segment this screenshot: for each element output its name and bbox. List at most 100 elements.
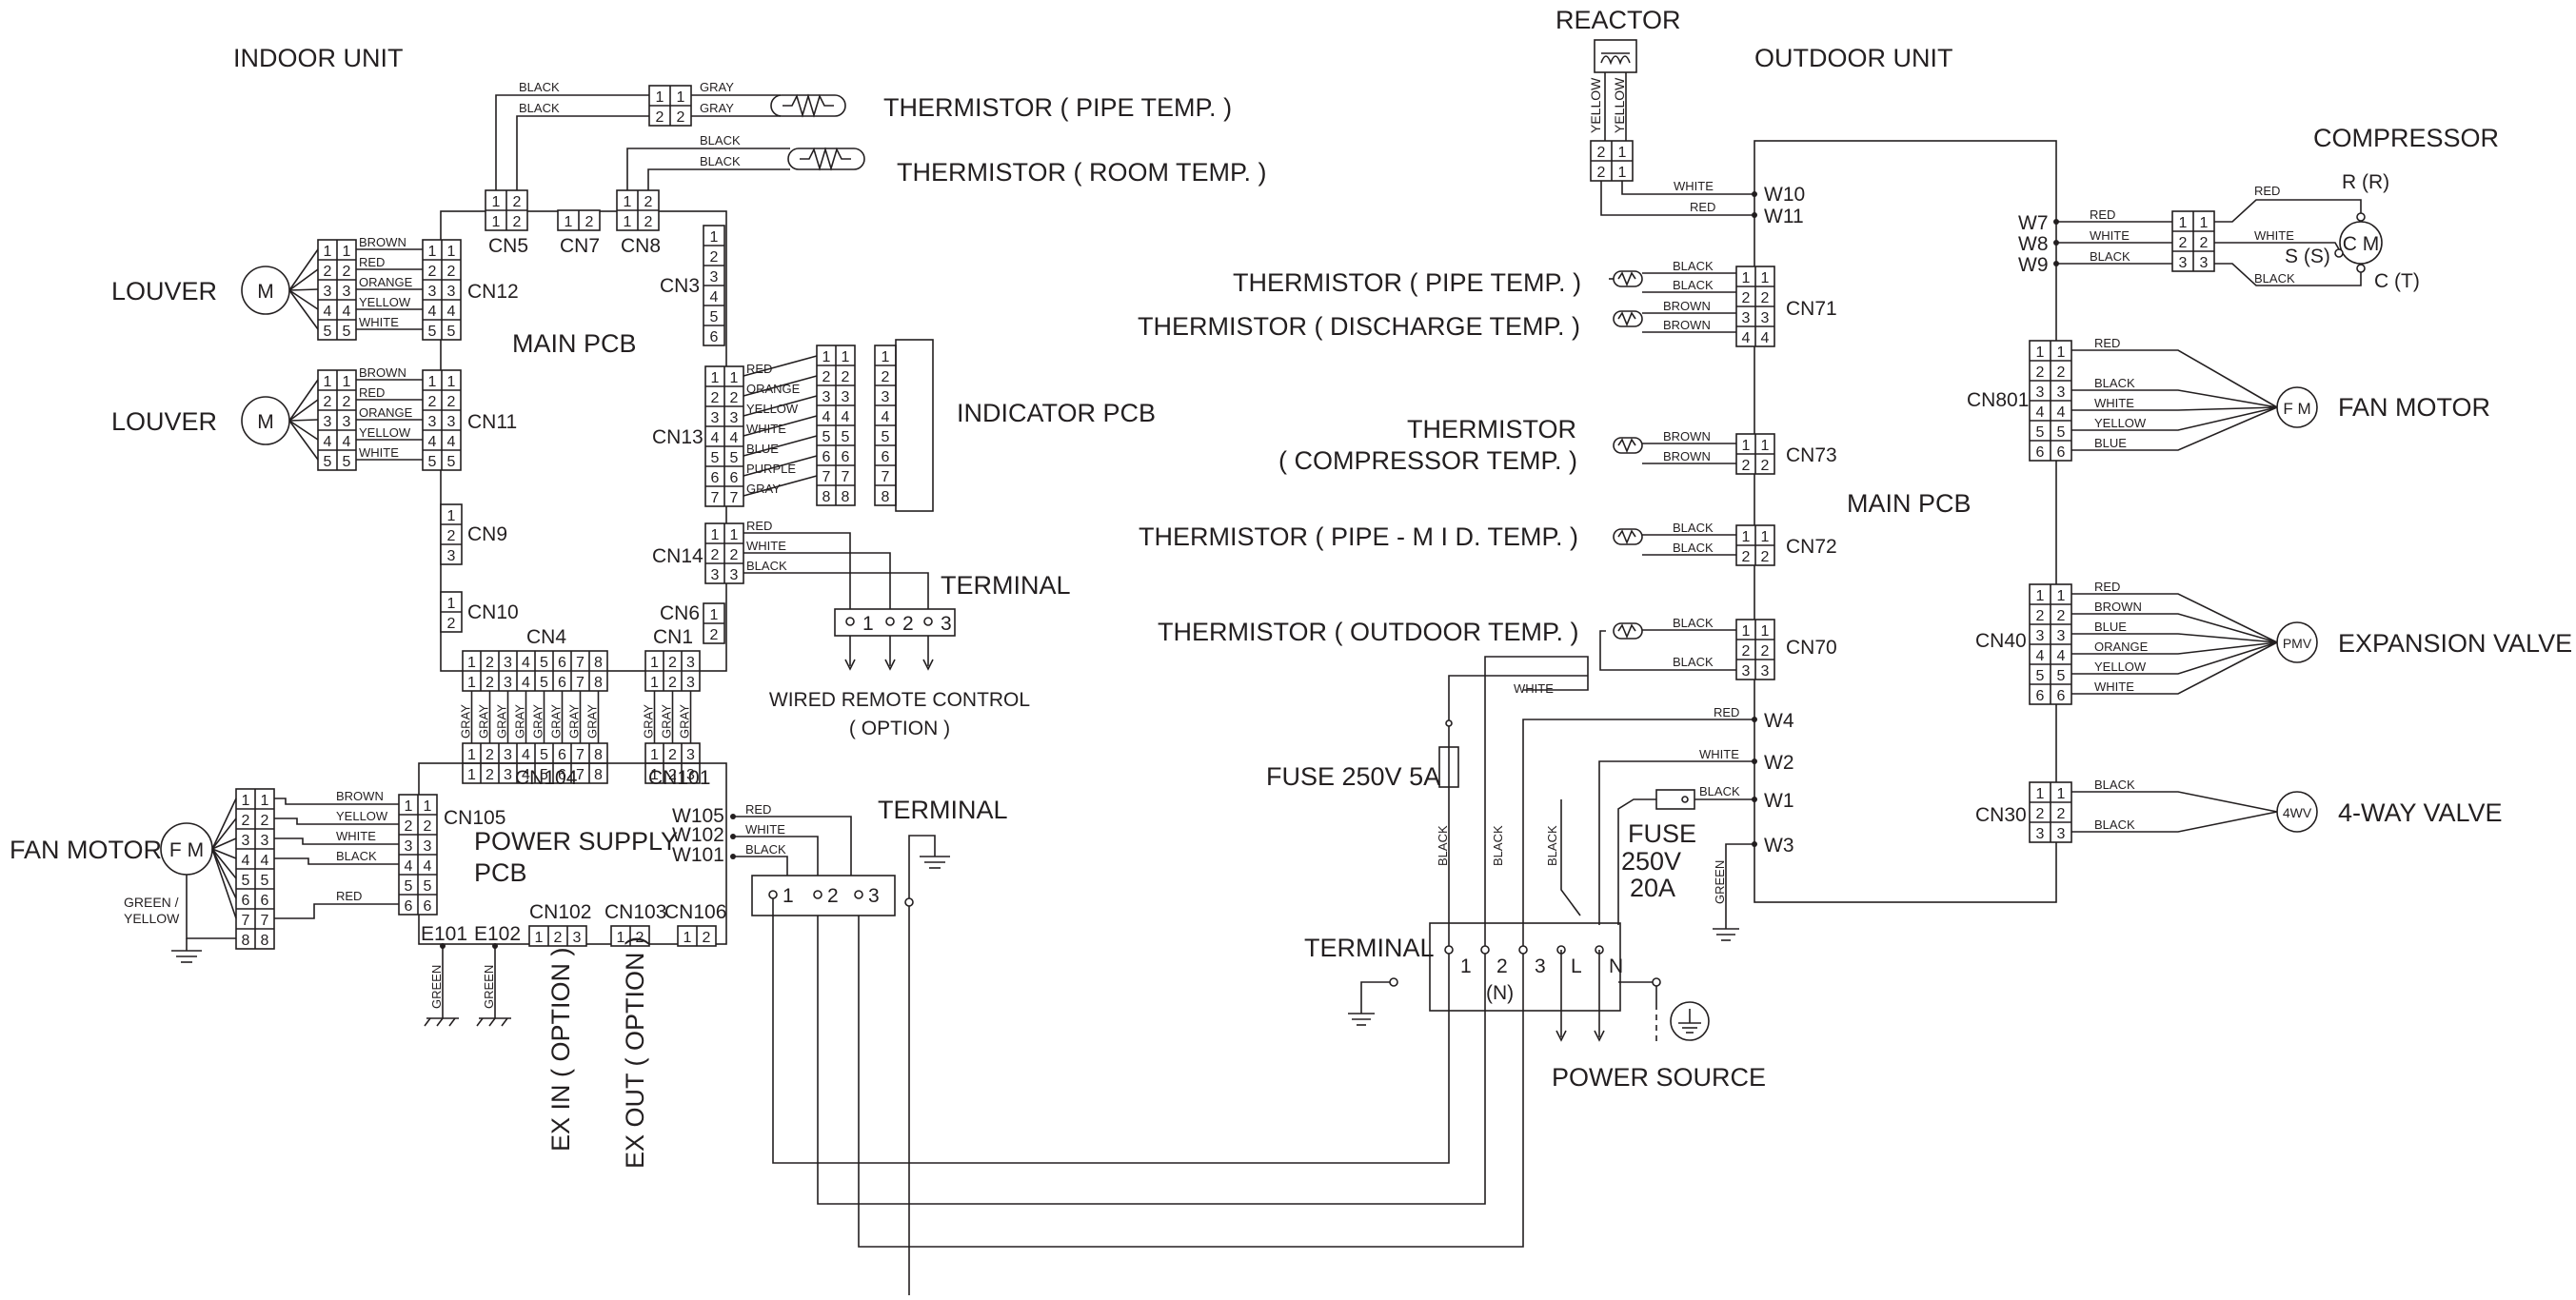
svg-text:4: 4 [428,434,437,450]
reactor-symbol: YELLOW YELLOW [1588,39,1637,141]
svg-text:1: 1 [711,370,720,386]
svg-text:5: 5 [343,324,351,340]
svg-text:3: 3 [261,833,269,849]
svg-text:7: 7 [242,913,250,929]
indoor-fan-motor-label: FAN MOTOR [10,836,162,864]
louver-2-label: LOUVER [111,407,217,436]
compressor-motor: C M RED WHITE BLACK [2214,184,2383,286]
svg-text:7: 7 [576,655,585,671]
svg-text:2: 2 [324,394,332,410]
svg-text:7: 7 [842,469,850,485]
cn40-label: CN40 [1975,630,2027,652]
svg-text:6: 6 [2036,444,2045,461]
svg-text:3: 3 [573,930,582,946]
svg-text:2: 2 [2036,806,2045,822]
svg-text:1: 1 [2179,215,2188,231]
svg-text:8: 8 [242,933,250,949]
svg-text:1: 1 [650,655,659,671]
power-source-label: POWER SOURCE [1552,1063,1766,1092]
svg-text:1: 1 [1761,438,1770,454]
expansion-valve-label: EXPANSION VALVE [2338,629,2572,658]
svg-text:4: 4 [730,430,739,446]
svg-text:1: 1 [2057,345,2066,361]
svg-text:3: 3 [343,284,351,300]
svg-text:3: 3 [504,655,512,671]
svg-text:1: 1 [1761,270,1770,286]
svg-text:2: 2 [656,109,664,126]
svg-text:GRAY: GRAY [660,704,674,739]
svg-text:8: 8 [594,655,603,671]
w4-label: W4 [1764,710,1794,732]
svg-text:1: 1 [467,767,476,783]
svg-text:1: 1 [677,89,685,106]
svg-text:WHITE: WHITE [2094,680,2134,694]
svg-text:2: 2 [703,930,711,946]
svg-text:1: 1 [842,349,850,365]
svg-text:1: 1 [650,747,659,763]
svg-text:8: 8 [842,489,850,505]
svg-text:WHITE: WHITE [1514,681,1554,696]
svg-text:1: 1 [710,607,719,623]
indoor-unit-title: INDOOR UNIT [233,44,404,72]
svg-text:ORANGE: ORANGE [746,382,801,396]
fuse-20a-label-1: FUSE [1628,819,1696,848]
svg-text:WHITE: WHITE [2090,228,2130,243]
th-comp-label-2: ( COMPRESSOR TEMP. ) [1278,446,1577,475]
svg-text:1: 1 [730,527,739,543]
svg-text:5: 5 [842,429,850,445]
svg-text:GREEN: GREEN [1713,860,1727,904]
svg-text:4: 4 [428,304,437,320]
svg-text:3: 3 [447,548,456,564]
svg-text:2: 2 [2057,364,2066,381]
cn6-label: CN6 [660,602,700,624]
svg-text:3: 3 [686,655,695,671]
svg-text:YELLOW: YELLOW [746,402,799,416]
svg-text:2: 2 [343,264,351,280]
indicator-pcb-label: INDICATOR PCB [957,399,1156,427]
svg-text:1: 1 [2036,588,2045,604]
svg-text:1: 1 [1761,529,1770,545]
svg-text:3: 3 [686,767,695,783]
svg-text:4: 4 [711,430,720,446]
svg-text:2: 2 [1742,549,1751,565]
svg-text:6: 6 [711,470,720,486]
cn9-connector: 123 [440,503,463,565]
svg-text:1: 1 [343,244,351,260]
svg-text:BROWN: BROWN [1663,429,1711,443]
reactor-label: REACTOR [1556,6,1681,34]
svg-text:3: 3 [730,410,739,426]
svg-text:2: 2 [405,818,413,835]
svg-text:YELLOW: YELLOW [359,425,411,440]
w10-label: W10 [1764,184,1805,206]
four-way-valve-symbol: 4WV [2276,791,2318,833]
w9-label: W9 [2018,254,2049,276]
svg-text:L: L [1571,955,1582,977]
svg-text:M: M [257,411,274,433]
svg-text:BROWN: BROWN [1663,299,1711,313]
svg-text:4: 4 [522,767,530,783]
louver-1-label: LOUVER [111,277,217,305]
svg-text:1: 1 [242,793,250,809]
svg-text:F M: F M [2283,400,2310,418]
svg-text:8: 8 [594,767,603,783]
svg-text:WHITE: WHITE [336,829,376,843]
svg-text:8: 8 [882,489,890,505]
svg-text:3: 3 [2036,628,2045,644]
louver-2-wires: BROWN RED ORANGE YELLOW WHITE [356,365,423,461]
svg-text:GRAY: GRAY [678,704,692,739]
louver-2-motor: M [241,379,319,461]
w11-label: W11 [1764,206,1804,227]
svg-text:3: 3 [447,284,456,300]
svg-text:3: 3 [2179,255,2188,271]
svg-text:3: 3 [324,414,332,430]
svg-text:6: 6 [2057,688,2066,704]
terminal-label-remote: TERMINAL [941,571,1071,600]
svg-text:1: 1 [2200,215,2209,231]
svg-text:1: 1 [467,655,476,671]
svg-text:BROWN: BROWN [1663,318,1711,332]
svg-text:RED: RED [746,519,772,533]
